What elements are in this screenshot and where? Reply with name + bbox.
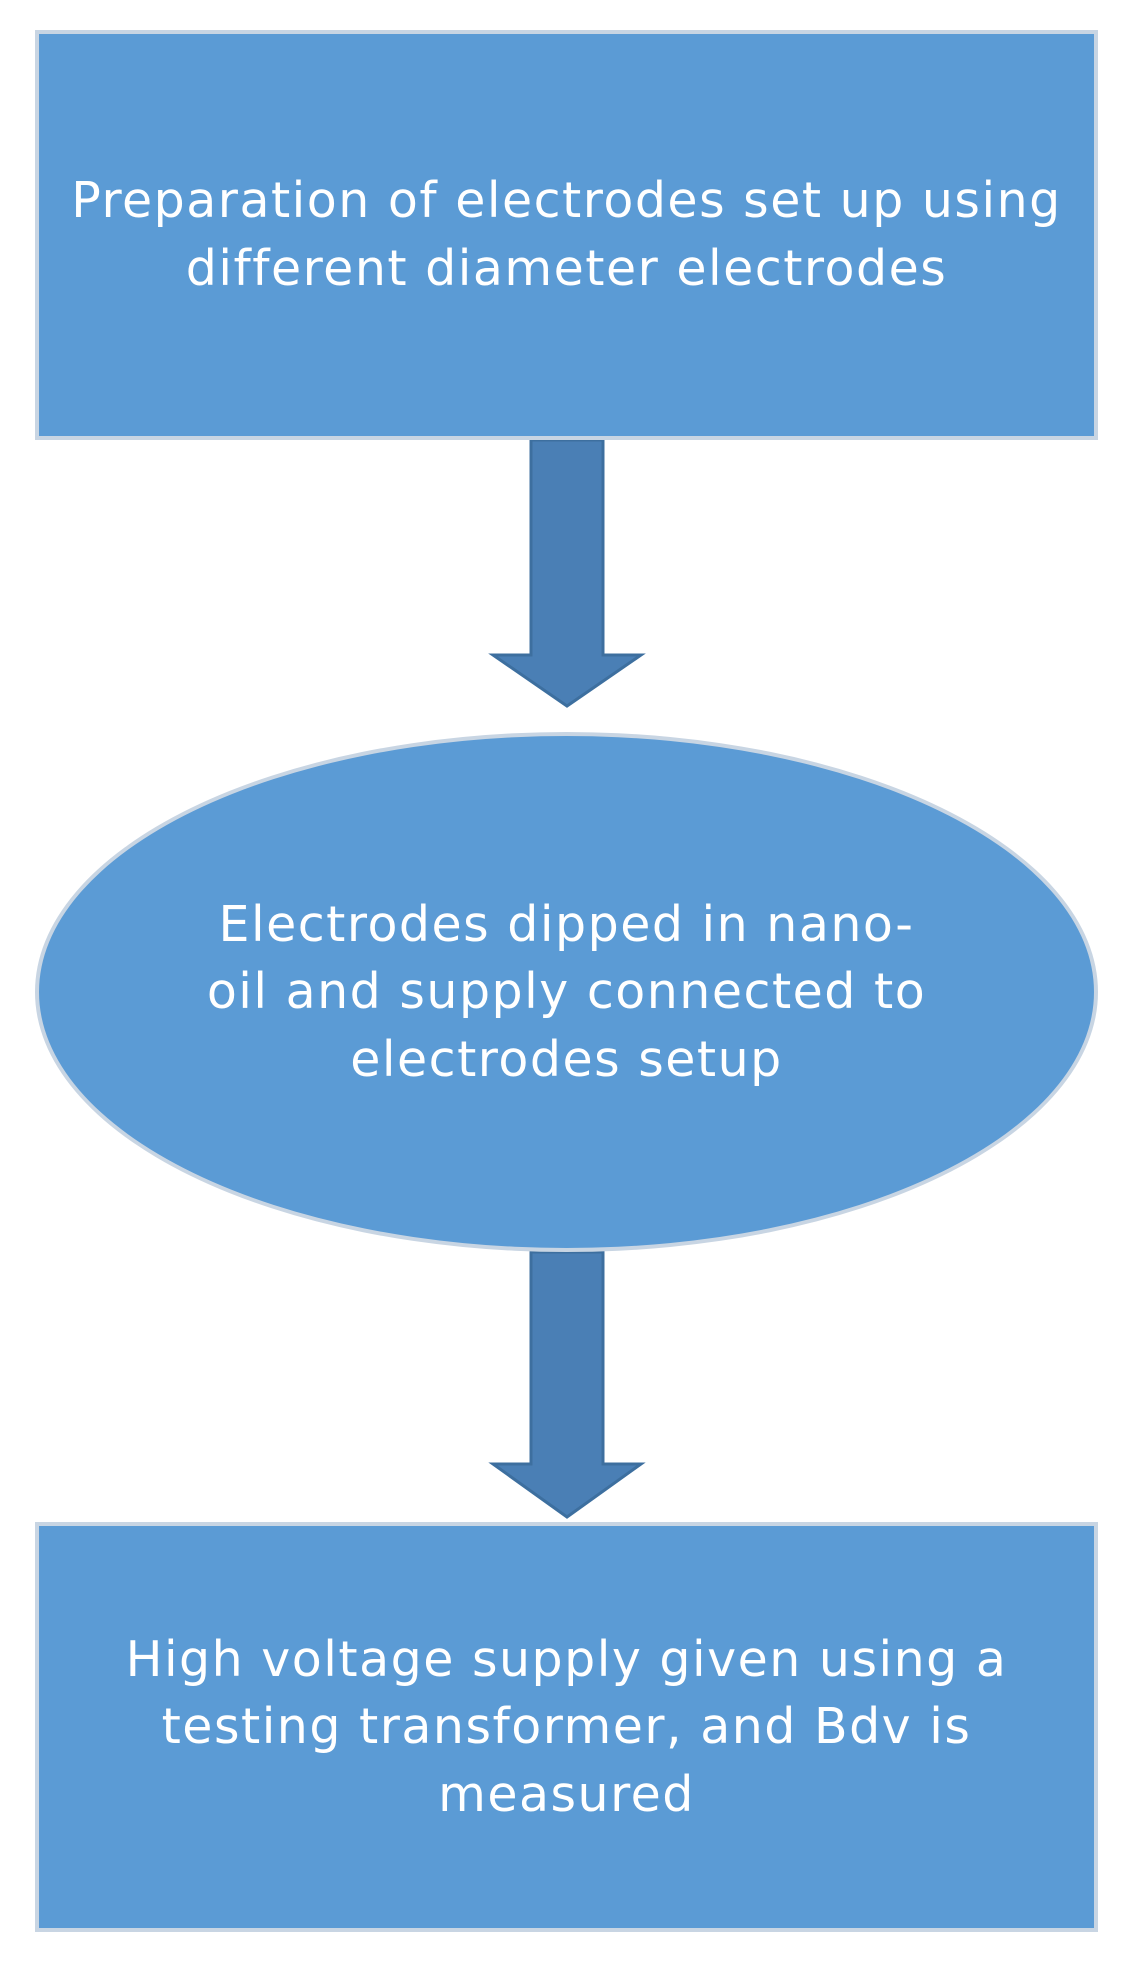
step-3-text: High voltage supply given using a testin… [125,1630,1008,1823]
arrow-down-icon [488,438,646,708]
step-2-text: Electrodes dipped in nano-oil and supply… [206,895,927,1088]
process-step-1: Preparation of electrodes set up using d… [35,30,1098,440]
step-1-text: Preparation of electrodes set up using d… [71,172,1062,297]
arrow-down-icon [488,1250,646,1519]
process-step-2: Electrodes dipped in nano-oil and supply… [35,732,1098,1252]
process-step-3: High voltage supply given using a testin… [35,1522,1098,1932]
